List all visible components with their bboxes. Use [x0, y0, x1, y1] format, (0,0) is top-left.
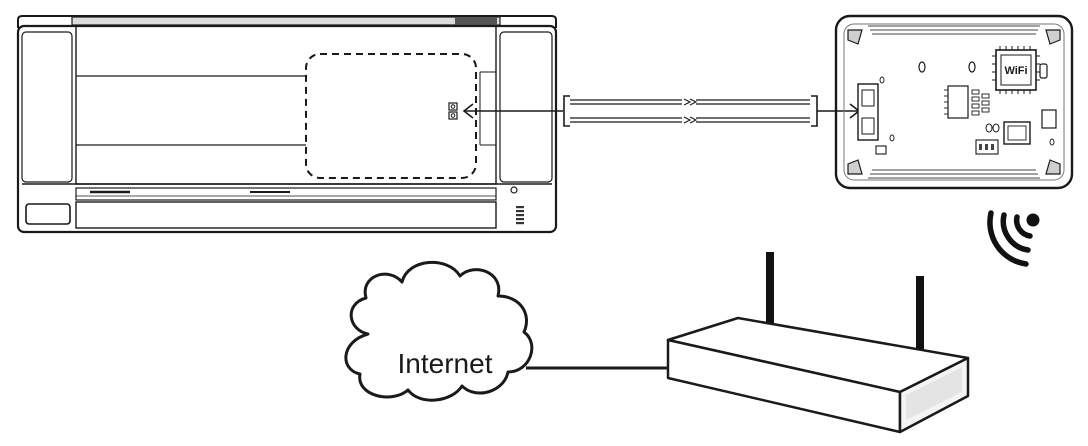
display-window	[25, 203, 71, 225]
connector-port-icon	[448, 102, 458, 120]
air-conditioner-unit	[16, 15, 558, 234]
wifi-signal-icon	[987, 210, 1040, 267]
connection-cable	[462, 95, 861, 127]
internet-cloud	[344, 261, 534, 402]
internet-label: Internet	[398, 348, 493, 379]
wireless-router	[666, 252, 970, 434]
wifi-chip-label: WiFi	[1004, 65, 1027, 77]
module-placement-area	[305, 53, 477, 179]
wifi-module-board	[834, 14, 1074, 190]
